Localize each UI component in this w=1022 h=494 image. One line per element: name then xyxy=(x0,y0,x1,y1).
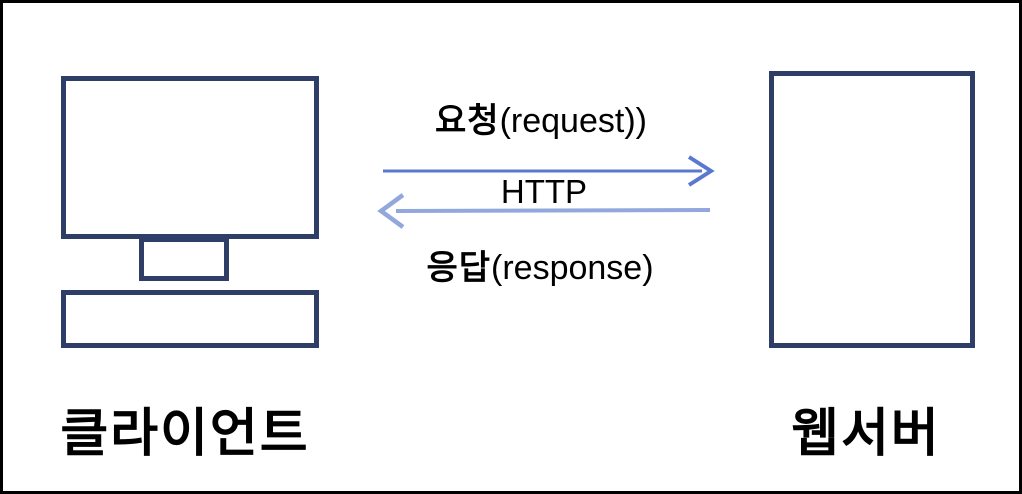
client-keyboard xyxy=(61,290,319,348)
http-label: HTTP xyxy=(500,173,588,210)
request-label-ko: 요청 xyxy=(435,102,500,140)
server-box xyxy=(769,71,975,348)
response-label-en: (response) xyxy=(491,249,654,287)
request-label: 요청(request)) xyxy=(341,93,741,142)
server-label: 웹서버 xyxy=(791,405,941,463)
response-label-ko: 응답 xyxy=(426,249,492,287)
client-stand xyxy=(139,237,229,281)
request-label-en: (request)) xyxy=(499,102,647,140)
response-label: 응답(response) xyxy=(340,240,740,289)
client-monitor xyxy=(61,76,319,239)
client-label: 클라이언트 xyxy=(60,405,310,463)
